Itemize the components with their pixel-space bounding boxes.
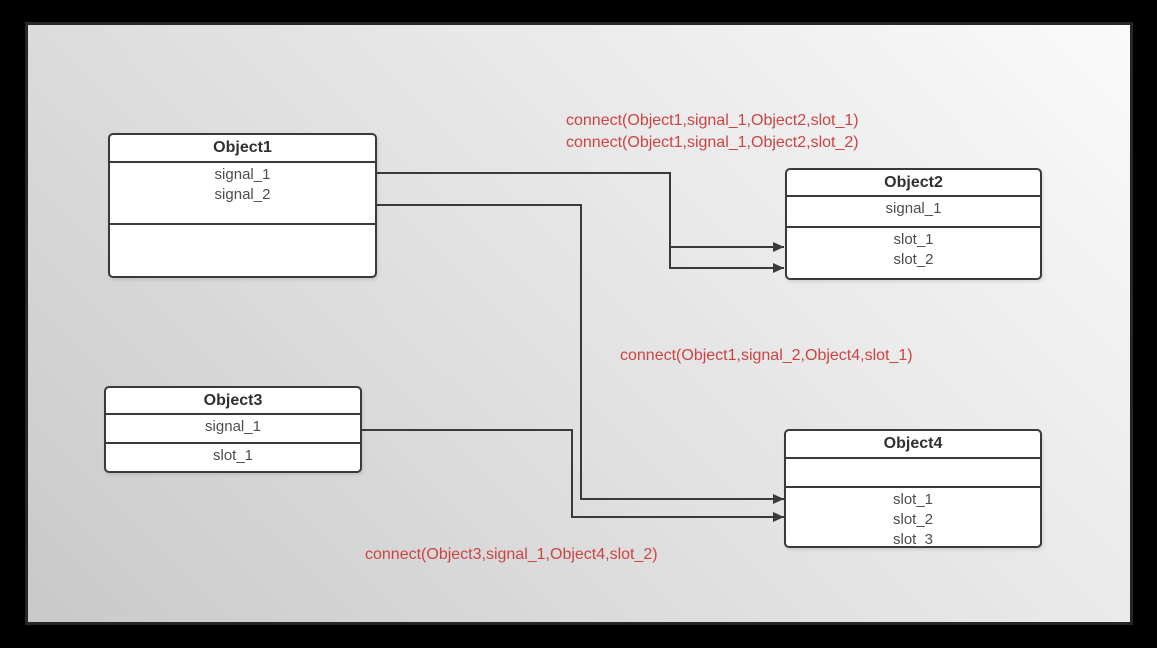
connection-line — [377, 172, 784, 273]
connection-line — [377, 204, 784, 504]
connection-line — [362, 429, 784, 522]
